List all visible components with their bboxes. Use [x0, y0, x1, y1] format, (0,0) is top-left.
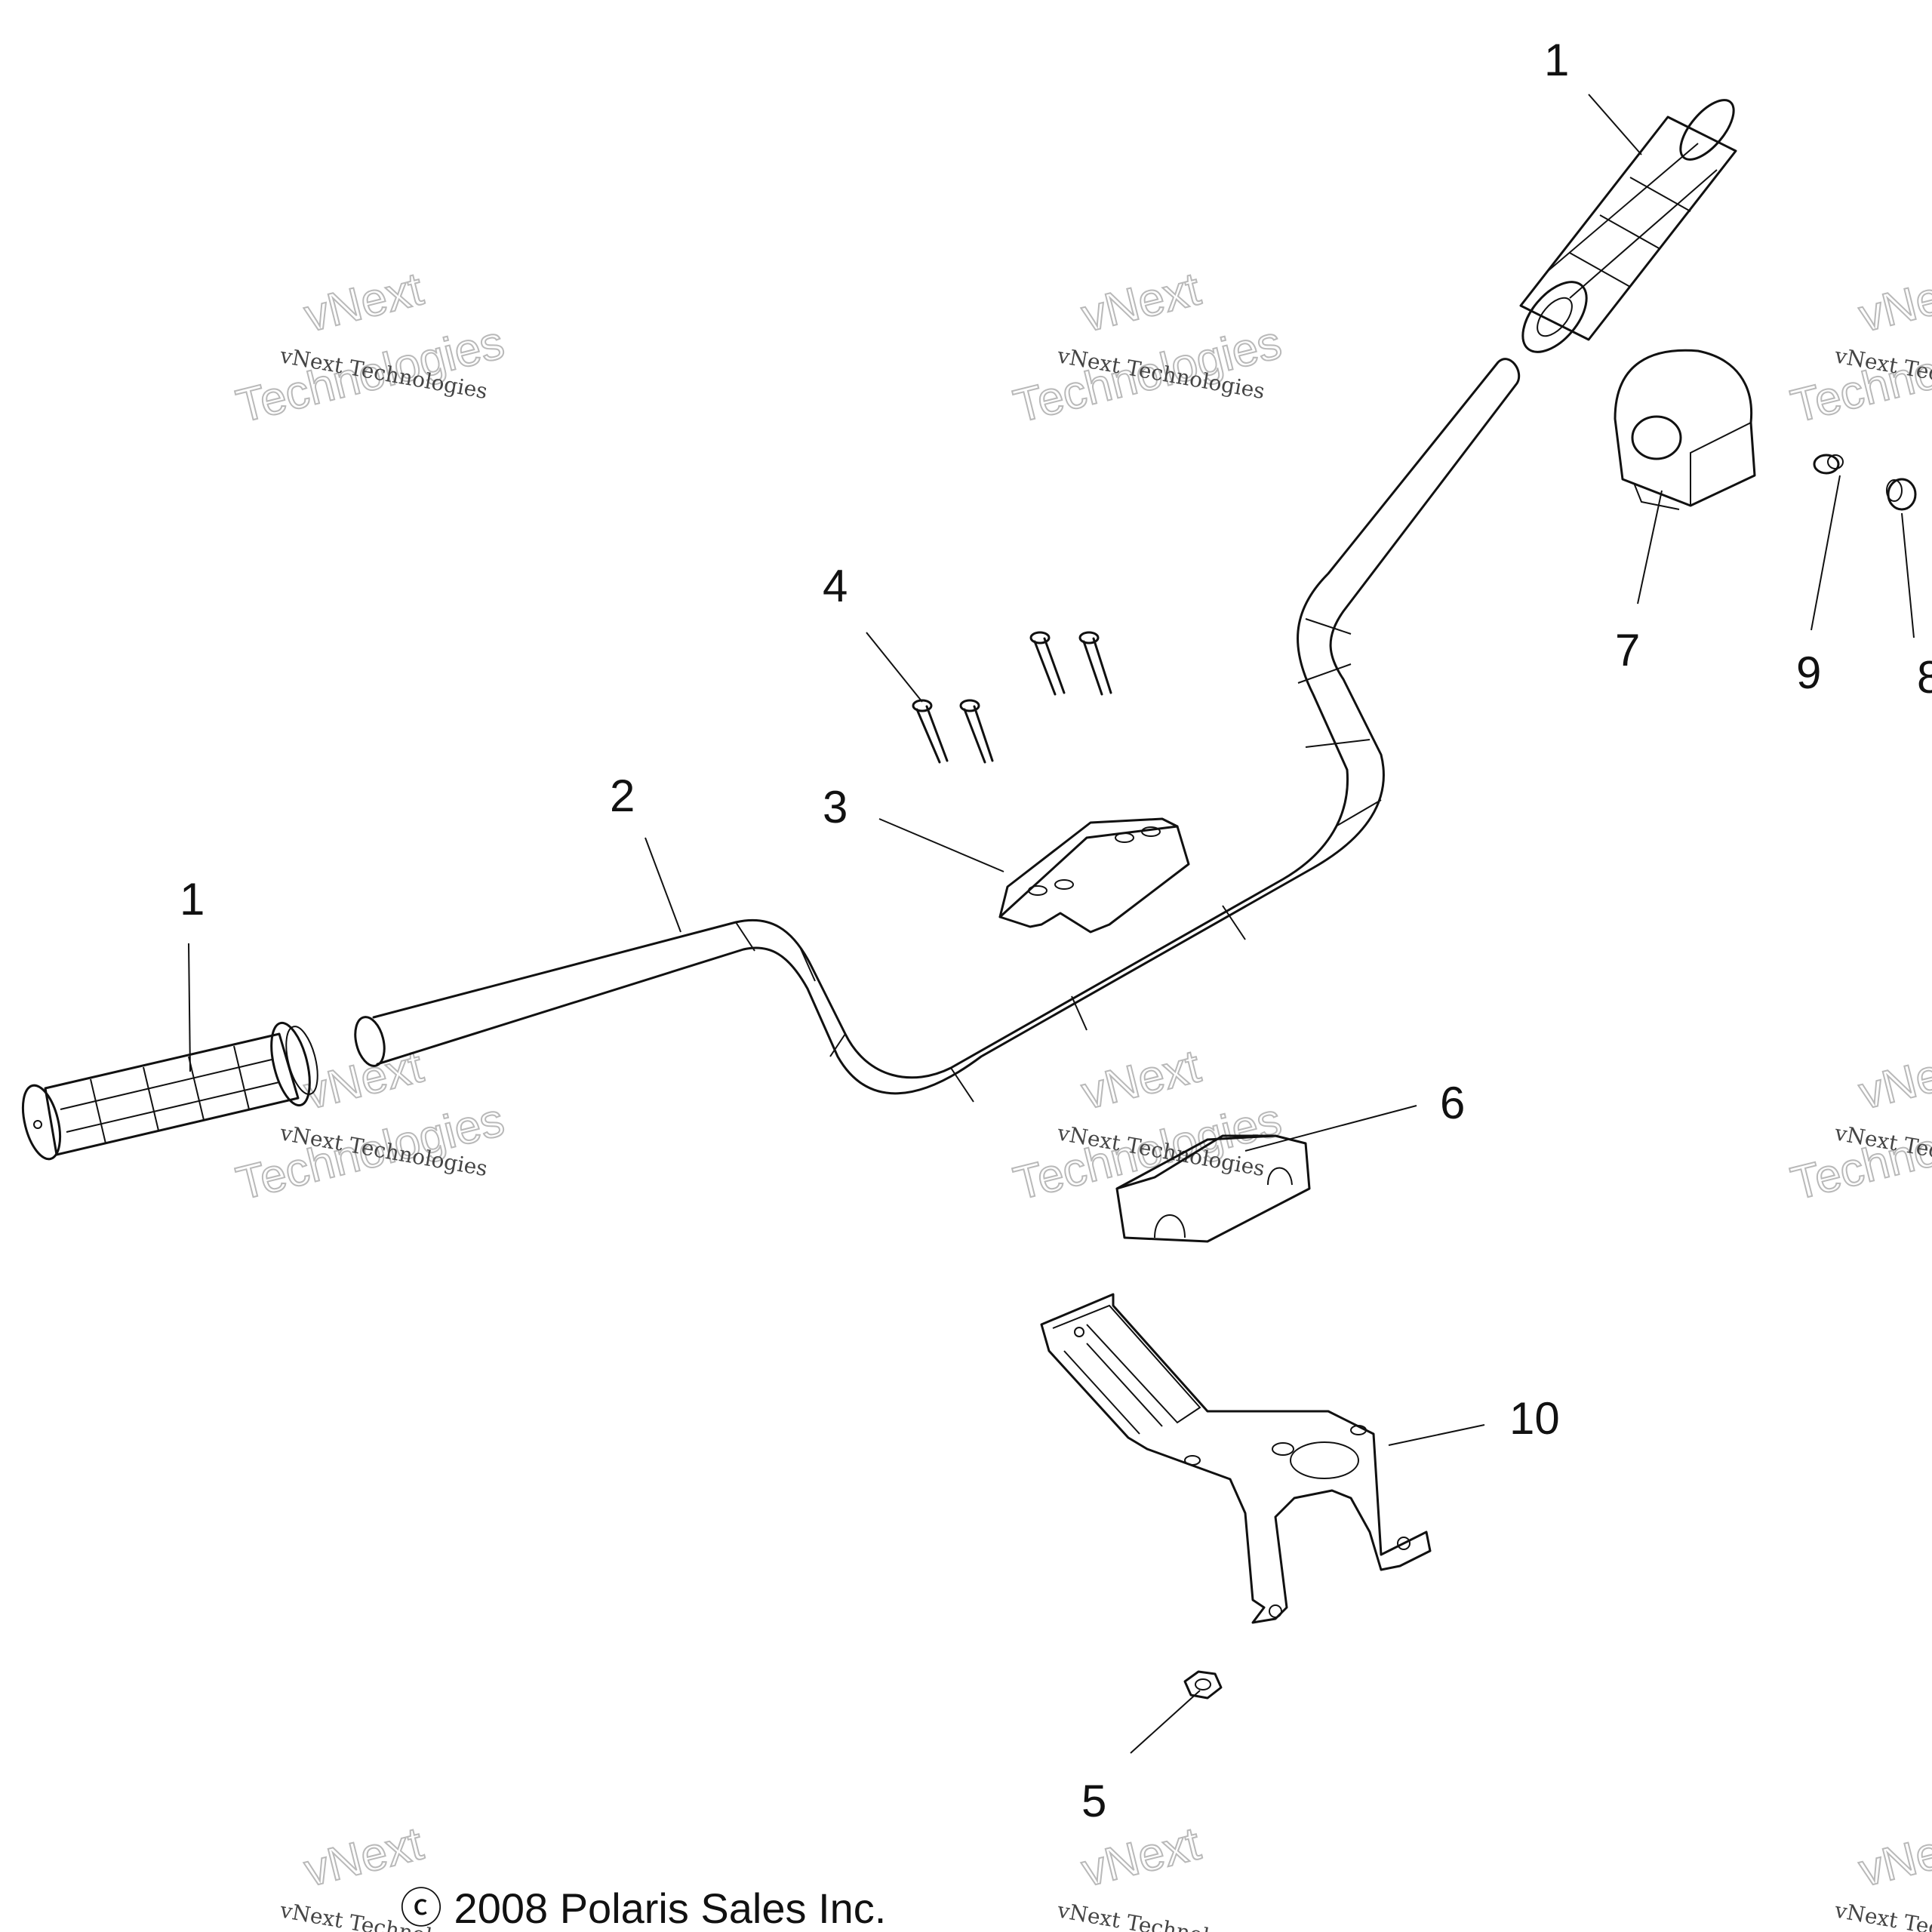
callout-4: 4 [823, 561, 848, 611]
bolt [912, 699, 949, 764]
callouts: 1 1 2 3 4 5 6 7 8 9 10 [180, 35, 1932, 1826]
switch-cover [1614, 349, 1756, 510]
leader-line-1-left [188, 943, 191, 1072]
leader-line-5 [1130, 1690, 1201, 1754]
leader-line-2 [645, 837, 681, 933]
leader-line-1-right [1588, 94, 1642, 155]
watermark-line: vNext Technologies [1832, 1897, 1932, 1932]
callout-3: 3 [823, 782, 848, 832]
leader-line-10 [1388, 1424, 1485, 1446]
bolt [1078, 631, 1112, 696]
leader-line-4 [866, 632, 923, 703]
watermark-word-vnext: vNext [1854, 1817, 1932, 1897]
callout-9: 9 [1796, 648, 1821, 698]
callout-5: 5 [1081, 1776, 1106, 1826]
leader-line-9 [1810, 475, 1841, 631]
clamp-lower [1115, 1134, 1311, 1243]
grip-left [21, 1021, 318, 1161]
watermark-group-6: vNext Technologies vNext Technologies [1786, 1039, 1932, 1211]
callout-7: 7 [1615, 625, 1640, 675]
leader-line-8 [1901, 512, 1915, 638]
clamp-upper [998, 817, 1190, 934]
bolt [959, 699, 994, 764]
callout-1-left: 1 [180, 874, 205, 924]
small-fitting [1813, 454, 1844, 475]
leader-lines [188, 94, 1915, 1754]
watermark-group-8: vNext vNext Technologies [1055, 1817, 1267, 1932]
watermark-word-vnext: vNext [1854, 1040, 1932, 1119]
bolts [912, 631, 1112, 764]
leader-line-3 [878, 818, 1004, 872]
callout-8: 8 [1917, 652, 1932, 703]
leader-line-7 [1637, 490, 1663, 605]
handlebar [354, 358, 1521, 1103]
watermark-group-4: vNext Technologies vNext Technologies [1008, 1039, 1287, 1211]
watermark-line: vNext Technologies [1055, 1897, 1267, 1932]
hex-nut [1183, 1670, 1223, 1700]
watermark-word-vnext: vNext [1854, 263, 1932, 342]
watermark-word-vnext: vNext [300, 1040, 428, 1119]
watermark-group-9: vNext vNext Technologies [1832, 1817, 1932, 1932]
leader-line-6 [1244, 1105, 1417, 1152]
callout-2: 2 [610, 771, 635, 821]
watermark-group-5: vNext Technologies vNext Technologies [1786, 262, 1932, 433]
watermark-word-vnext: vNext [1077, 1040, 1205, 1119]
bolt [1029, 631, 1066, 696]
watermark-word-vnext: vNext [300, 263, 428, 342]
watermark-word-vnext: vNext [1077, 263, 1205, 342]
callout-10: 10 [1509, 1393, 1560, 1444]
grip-right [1519, 99, 1737, 353]
callout-6: 6 [1440, 1078, 1465, 1128]
copyright-notice: ⓒ 2008 Polaris Sales Inc. [400, 1884, 886, 1932]
plug [1886, 478, 1917, 511]
watermark-word-vnext: vNext [1077, 1817, 1205, 1897]
watermark-group-1: vNext Technologies vNext Technologies [231, 262, 510, 433]
watermark-group-2: vNext Technologies vNext Technologies [1008, 262, 1287, 433]
mount-bracket [1040, 1293, 1432, 1624]
callout-1-right: 1 [1544, 35, 1569, 85]
